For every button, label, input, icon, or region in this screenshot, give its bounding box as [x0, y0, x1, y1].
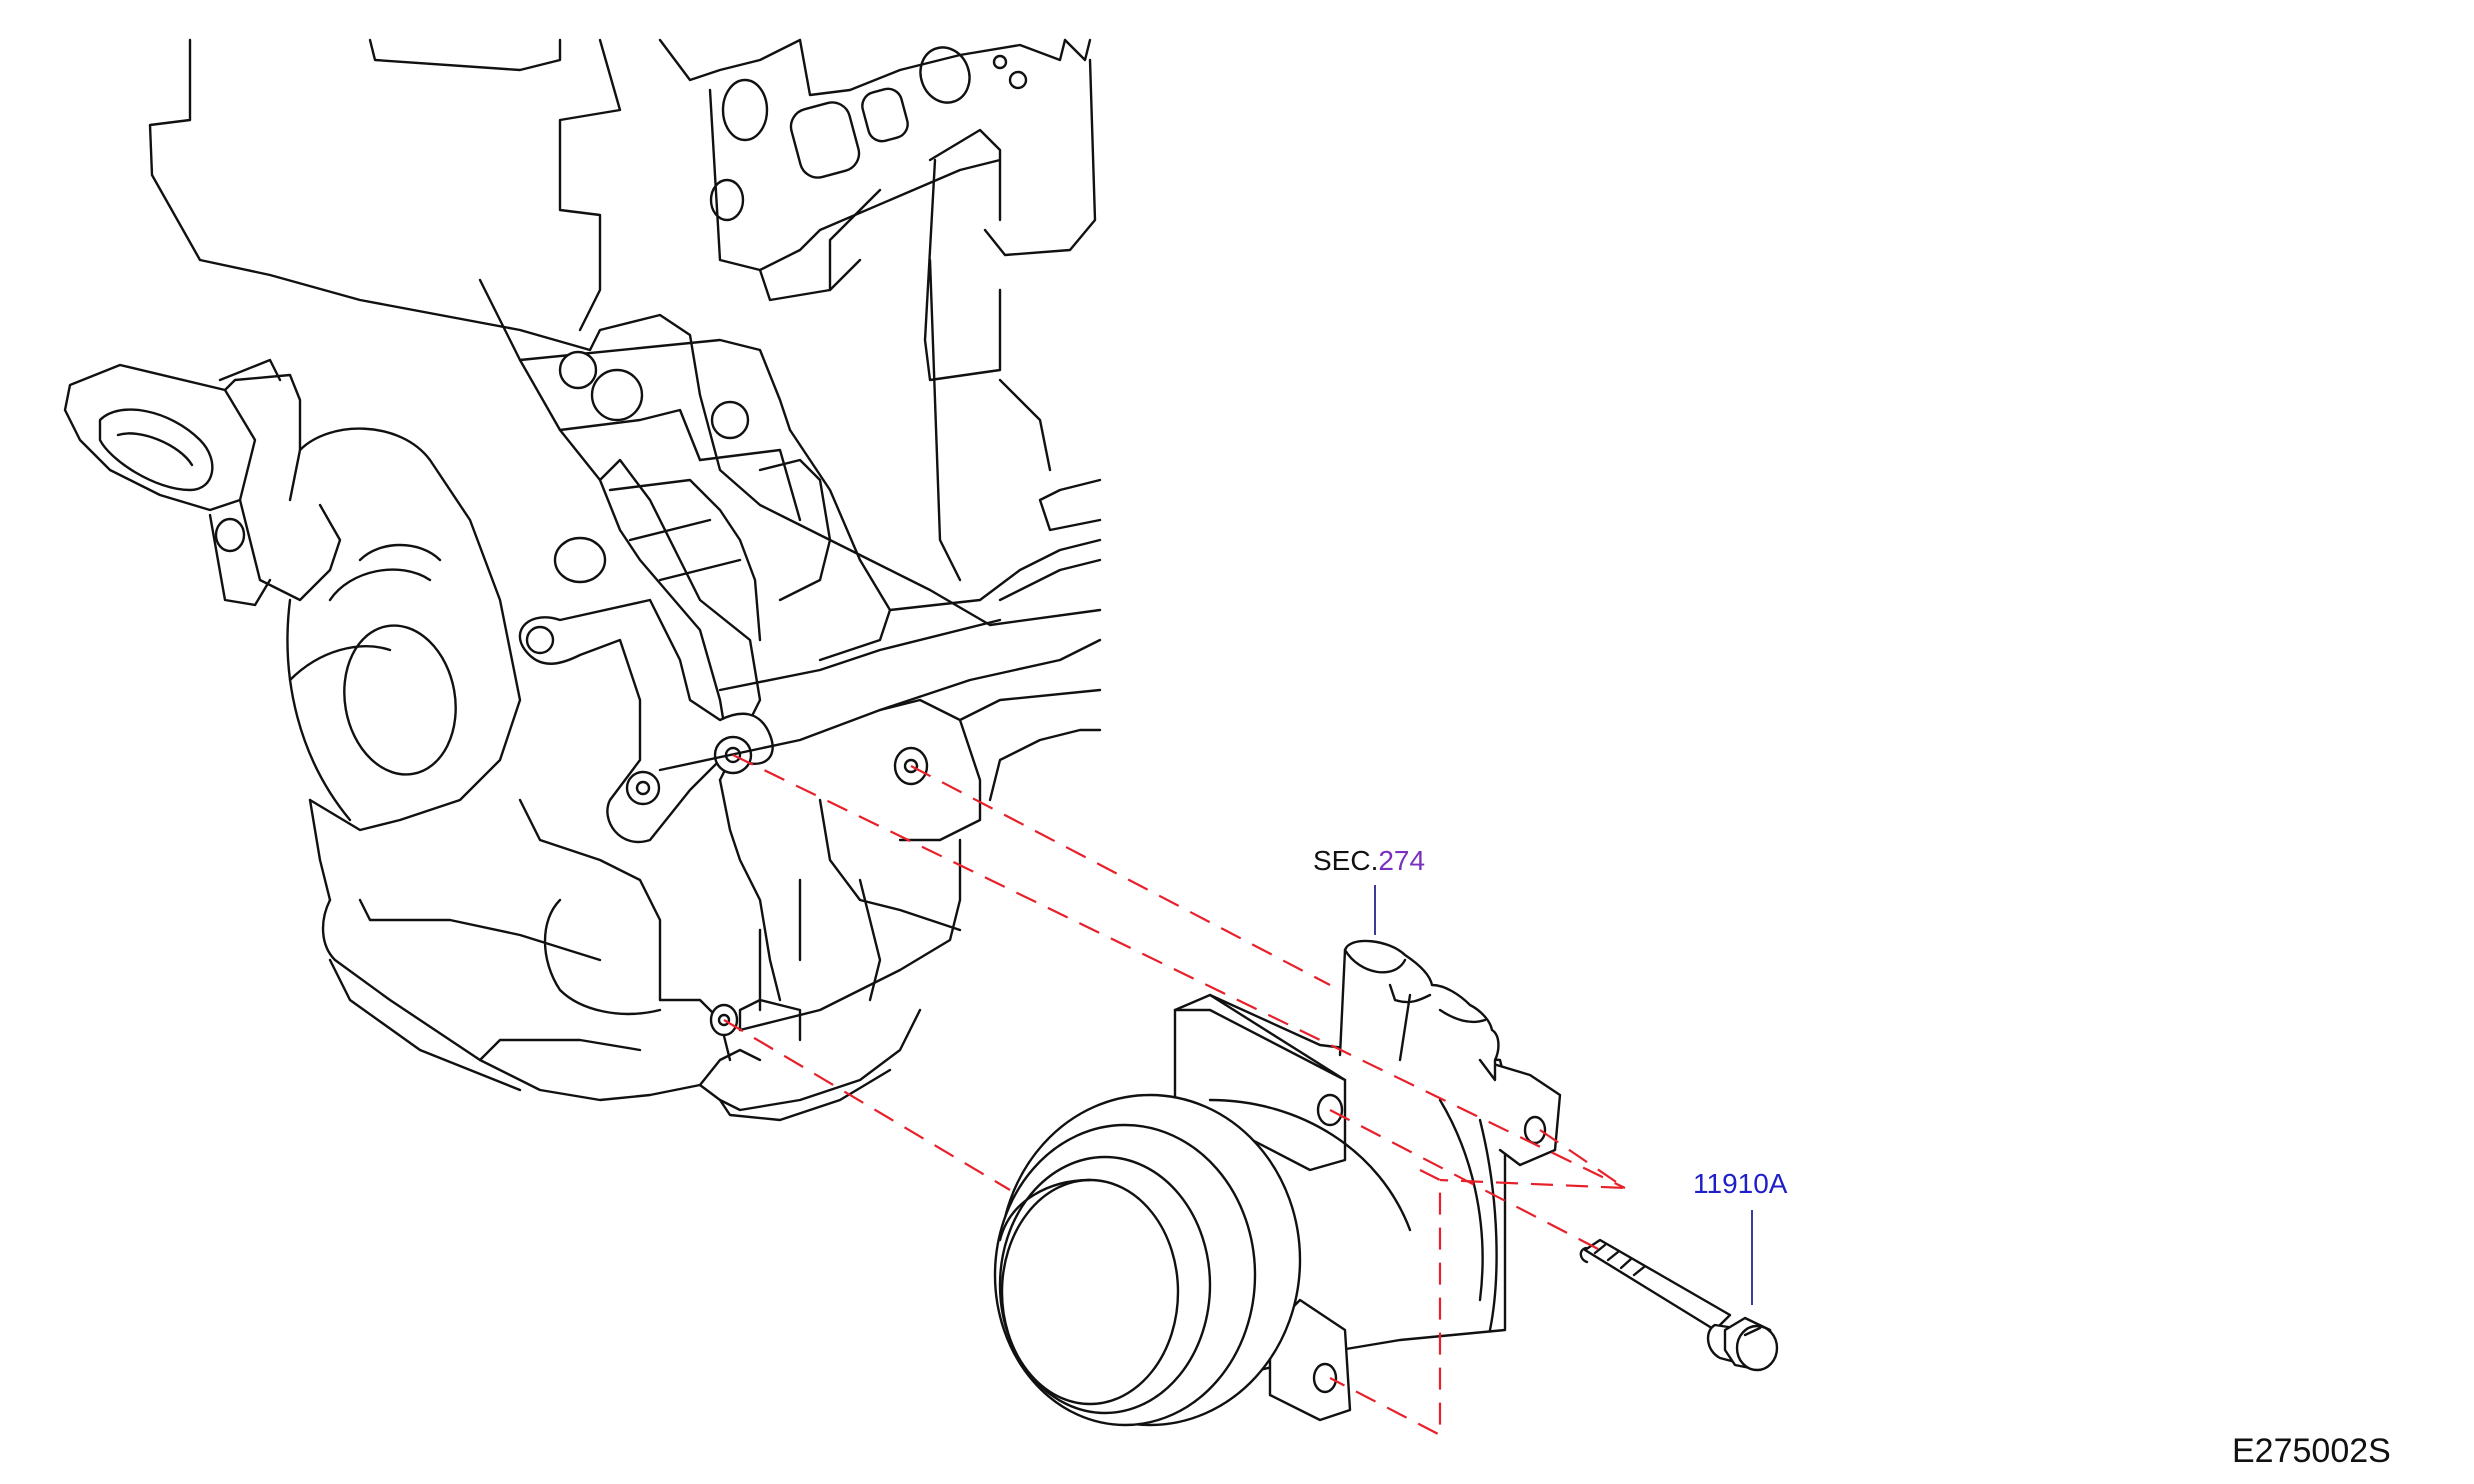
part-number-label: 11910A	[1693, 1168, 1788, 1305]
sec-number-link[interactable]: 274	[1378, 845, 1425, 876]
sec-reference-label: SEC.274	[1313, 845, 1425, 935]
bolt-drawing	[1579, 1238, 1779, 1372]
sec-prefix-text: SEC.	[1313, 845, 1378, 876]
figure-code: E275002S	[2232, 1432, 2391, 1470]
engine-block-drawing	[63, 38, 1102, 1122]
alignment-lines	[723, 754, 1629, 1437]
part-number-link[interactable]: 11910A	[1693, 1168, 1788, 1199]
ac-compressor-drawing	[993, 939, 1562, 1427]
svg-text:SEC.274: SEC.274	[1313, 845, 1425, 876]
